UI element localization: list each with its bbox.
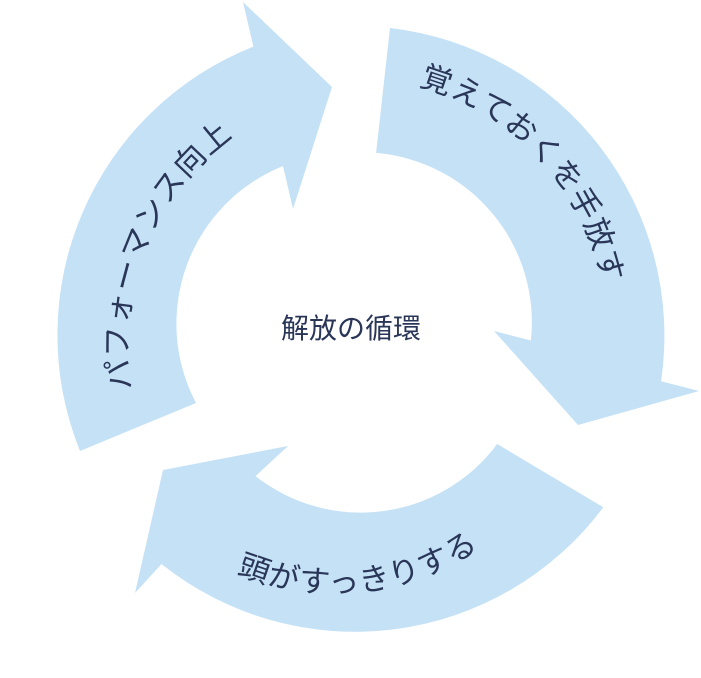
cycle-arrow-shape-1 [376,28,699,425]
cycle-arrow-shape-2 [135,444,604,632]
center-title: 解放の循環 [281,312,421,345]
cycle-arrow-1: 覚えておくを手放す [376,28,699,425]
cycle-arrow-3: パフォーマンス向上 [57,2,332,451]
cycle-arrow-shape-3 [57,2,332,451]
cycle-arrow-2: 頭がすっきりする [135,444,604,632]
